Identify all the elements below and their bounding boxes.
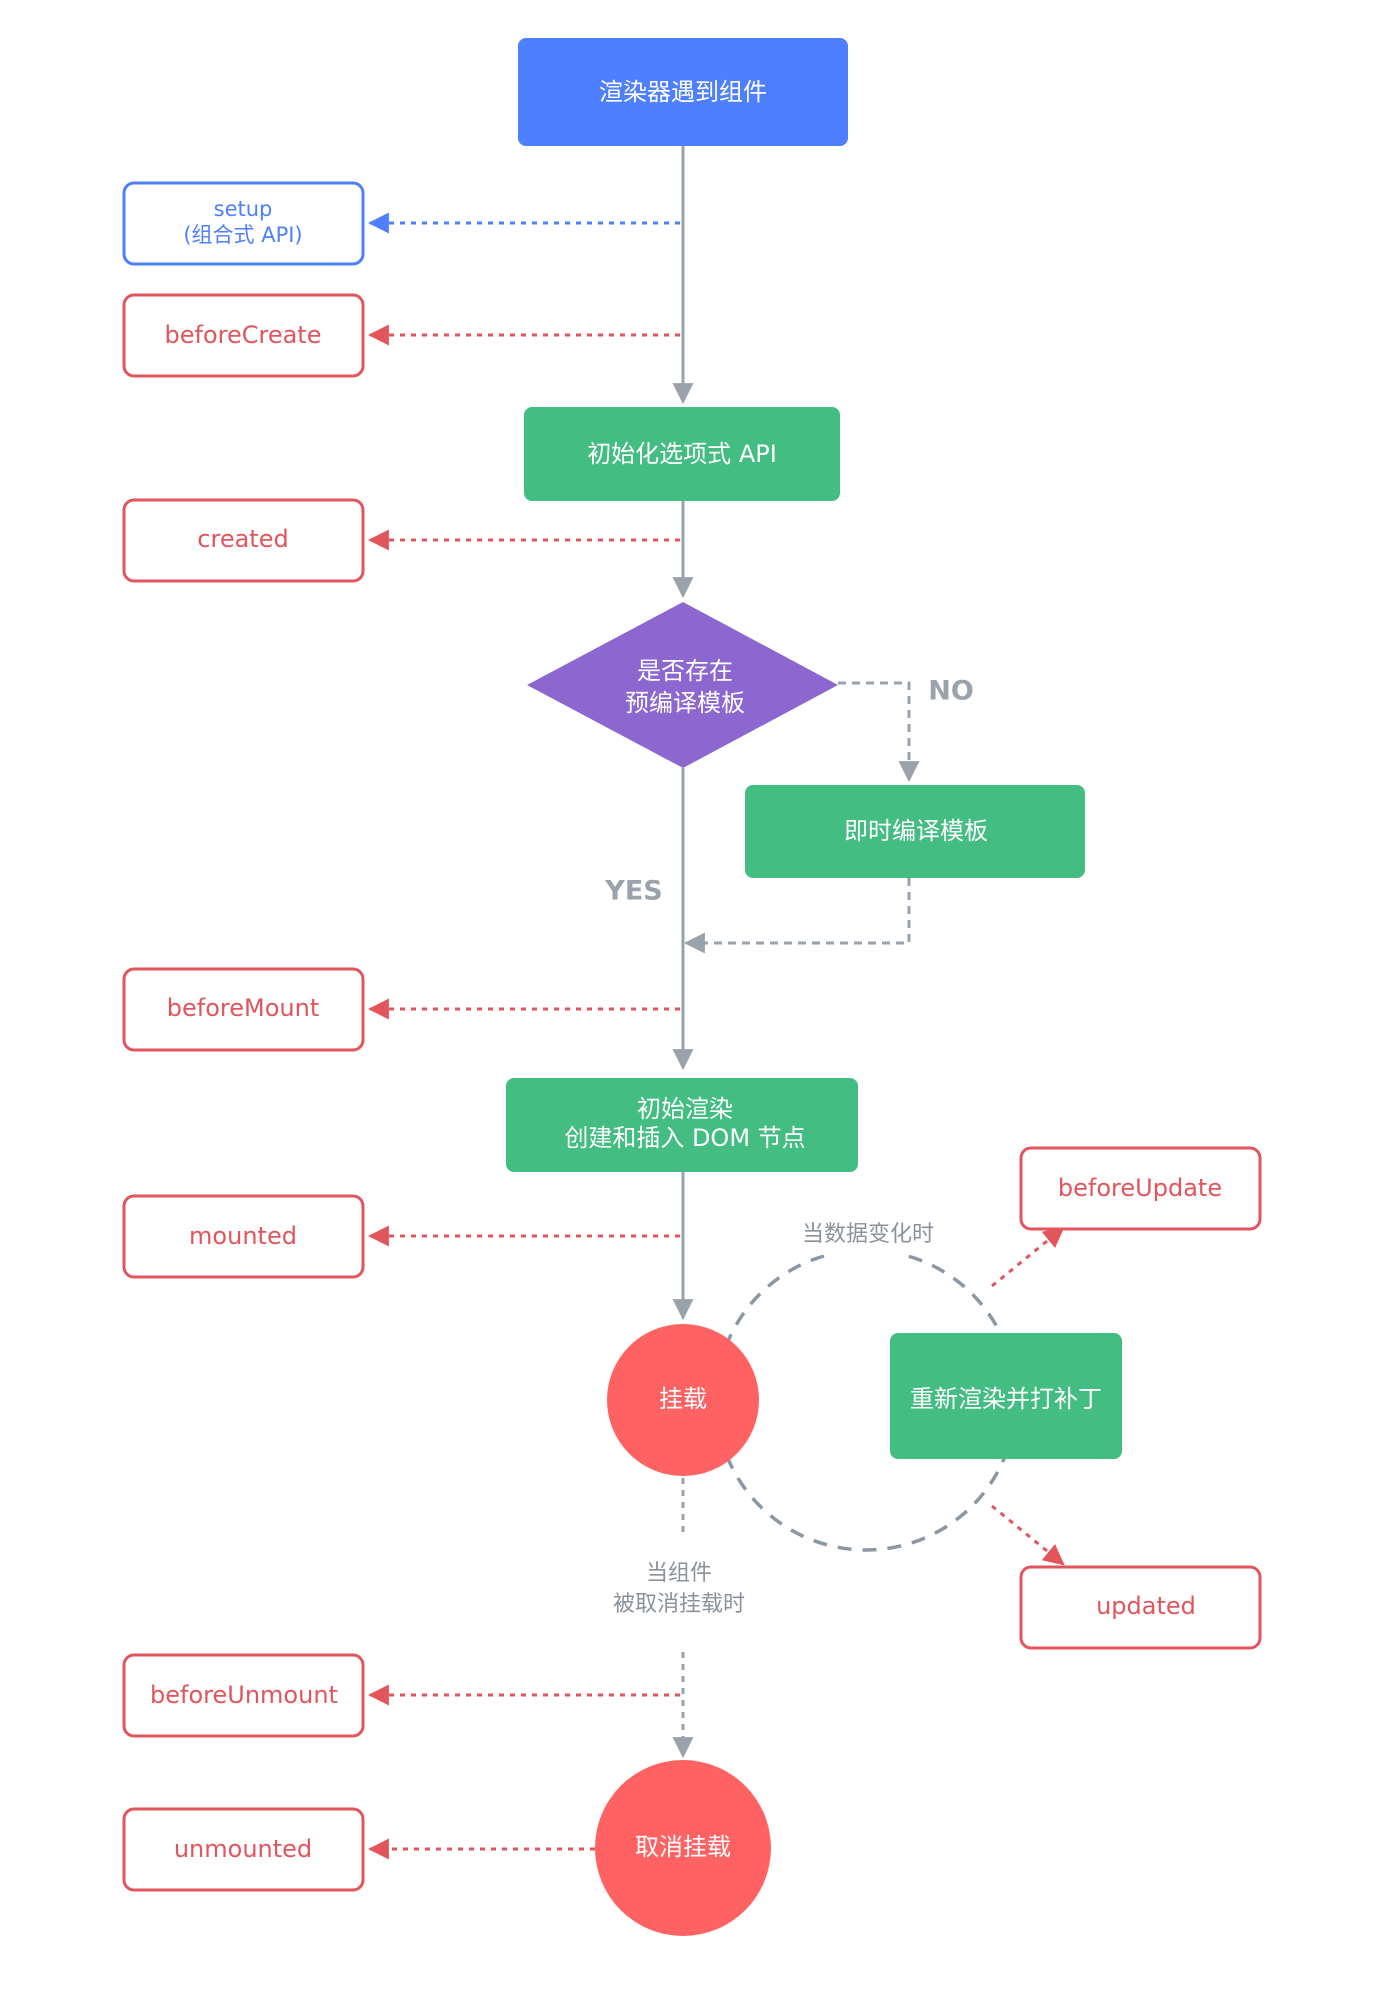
svg-text:预编译模板: 预编译模板 — [625, 689, 745, 717]
svg-text:mounted: mounted — [189, 1222, 297, 1250]
template-decision-node: 是否存在 预编译模板 — [527, 602, 838, 768]
flow-line-compile-return — [683, 878, 911, 954]
compile-template-node: 即时编译模板 — [745, 785, 1085, 878]
svg-text:updated: updated — [1096, 1592, 1196, 1620]
svg-text:是否存在: 是否存在 — [637, 657, 733, 685]
svg-text:创建和插入 DOM 节点: 创建和插入 DOM 节点 — [564, 1124, 805, 1152]
init-options-api-node: 初始化选项式 API — [524, 407, 840, 501]
svg-text:unmounted: unmounted — [174, 1835, 312, 1863]
before-create-hook: beforeCreate — [122, 293, 365, 378]
svg-text:初始化选项式 API: 初始化选项式 API — [587, 440, 777, 468]
svg-text:挂载: 挂载 — [659, 1385, 707, 1413]
hook-arrow-before-update — [991, 1226, 1065, 1288]
mounted-hook: mounted — [122, 1194, 365, 1279]
svg-text:(组合式 API): (组合式 API) — [183, 223, 302, 247]
before-unmount-hook: beforeUnmount — [122, 1653, 365, 1738]
renderer-node: 渲染器遇到组件 — [518, 38, 848, 146]
rerender-patch-node: 重新渲染并打补丁 — [890, 1333, 1122, 1459]
created-hook: created — [122, 498, 365, 583]
svg-text:渲染器遇到组件: 渲染器遇到组件 — [599, 78, 767, 106]
before-update-hook: beforeUpdate — [1019, 1146, 1262, 1231]
svg-text:setup: setup — [214, 197, 273, 221]
mounted-state-node: 挂载 — [607, 1324, 759, 1476]
unmount-label-line-2: 被取消挂载时 — [613, 1592, 745, 1617]
svg-text:beforeUnmount: beforeUnmount — [150, 1681, 338, 1709]
no-label: NO — [928, 676, 974, 707]
unmount-label-line-1: 当组件 — [646, 1561, 712, 1586]
setup-hook: setup (组合式 API) — [122, 181, 365, 266]
svg-text:beforeUpdate: beforeUpdate — [1058, 1174, 1222, 1202]
svg-text:即时编译模板: 即时编译模板 — [844, 817, 988, 845]
data-change-label-bg — [782, 1215, 950, 1255]
svg-text:beforeCreate: beforeCreate — [165, 321, 322, 349]
svg-text:重新渲染并打补丁: 重新渲染并打补丁 — [910, 1385, 1102, 1413]
svg-text:取消挂载: 取消挂载 — [635, 1833, 731, 1861]
unmounted-state-node: 取消挂载 — [595, 1760, 771, 1936]
before-mount-hook: beforeMount — [122, 967, 365, 1052]
yes-label: YES — [604, 876, 662, 907]
hook-arrow-updated — [991, 1504, 1065, 1566]
updated-hook: updated — [1019, 1565, 1262, 1650]
data-change-label: 当数据变化时 — [802, 1222, 934, 1247]
unmounted-hook: unmounted — [122, 1807, 365, 1892]
initial-render-node: 初始渲染 创建和插入 DOM 节点 — [506, 1078, 858, 1172]
svg-text:初始渲染: 初始渲染 — [637, 1095, 733, 1123]
svg-text:created: created — [197, 525, 288, 553]
flow-line-no — [838, 681, 920, 783]
svg-text:beforeMount: beforeMount — [167, 994, 319, 1022]
